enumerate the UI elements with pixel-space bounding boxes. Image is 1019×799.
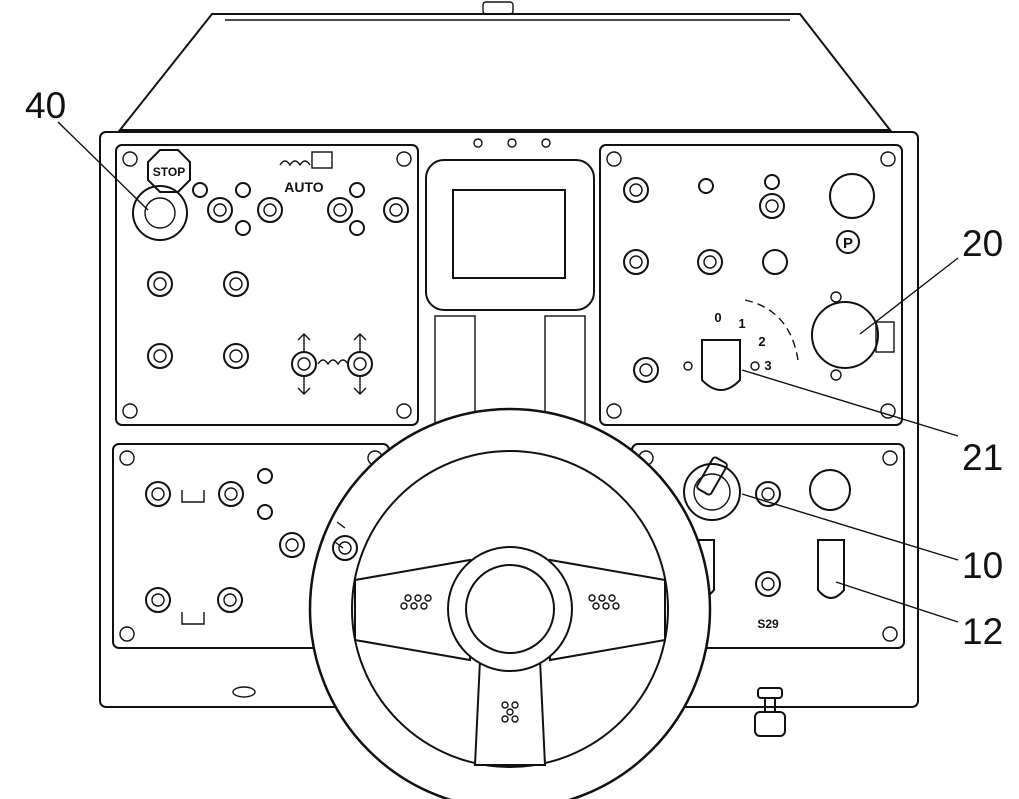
callout-40: 40 bbox=[25, 85, 66, 126]
callout-leaders bbox=[57, 121, 959, 623]
steering-wheel bbox=[308, 407, 712, 799]
callout-20: 20 bbox=[962, 223, 1003, 264]
stop-label: STOP bbox=[153, 165, 185, 179]
s29-label: S29 bbox=[757, 617, 779, 631]
key-switch-10 bbox=[683, 456, 741, 521]
sel-2: 2 bbox=[758, 334, 765, 349]
upper-right-panel: P 0 1 2 3 bbox=[599, 144, 903, 426]
ul-switches: AUTO bbox=[147, 151, 409, 395]
sel-1: 1 bbox=[738, 316, 745, 331]
center-display bbox=[425, 138, 595, 429]
callout-21: 21 bbox=[962, 437, 1003, 478]
stop-button: STOP bbox=[132, 149, 191, 241]
parking-label: P bbox=[843, 235, 853, 252]
bottom-knob bbox=[754, 687, 786, 737]
auto-label: AUTO bbox=[284, 179, 324, 195]
upper-left-panel: STOP AUTO bbox=[115, 144, 419, 426]
sel-0: 0 bbox=[714, 310, 721, 325]
selector-switch-21: 0 1 2 3 bbox=[683, 299, 799, 391]
callout-10: 10 bbox=[962, 545, 1003, 586]
callout-12: 12 bbox=[962, 611, 1003, 652]
sel-3: 3 bbox=[764, 358, 771, 373]
lever-20 bbox=[811, 291, 895, 381]
